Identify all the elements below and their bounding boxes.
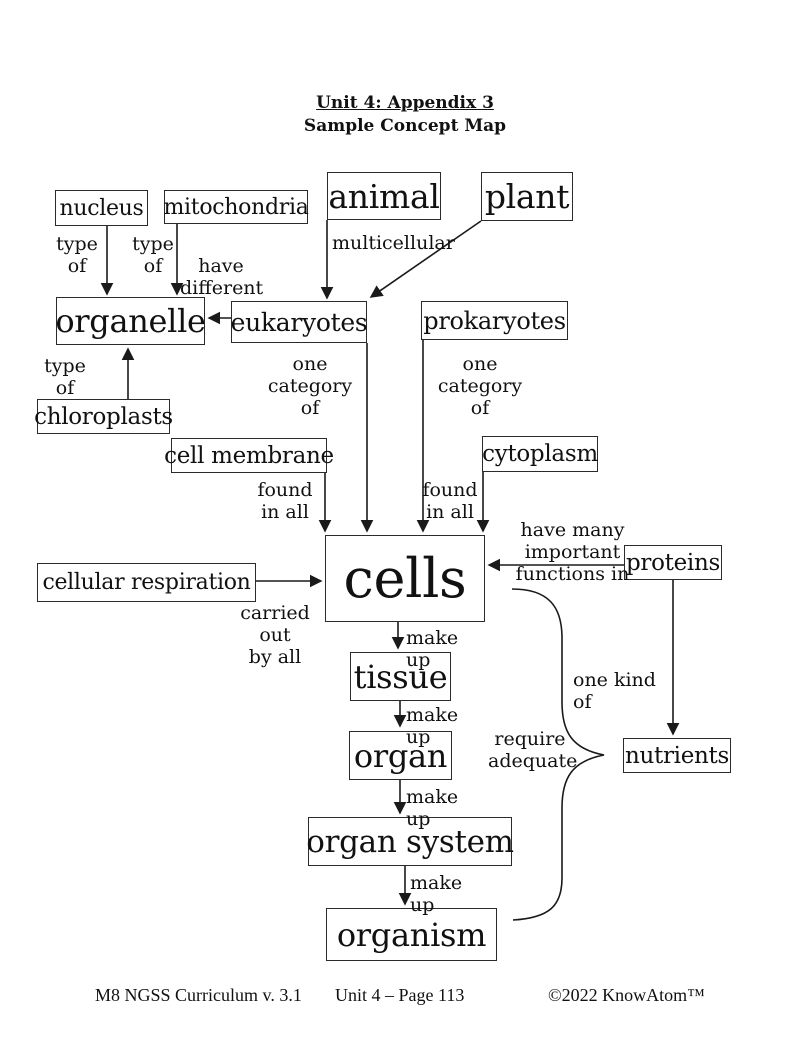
node-animal: animal	[327, 172, 441, 220]
edge-label-type-of-nucleus: type of	[56, 233, 98, 277]
edge-label-require-adequate: require adequate	[488, 728, 578, 772]
edge-label-make-up-organism: make up	[410, 872, 463, 916]
edge-label-found-in-all-right: found in all	[422, 479, 478, 523]
edge-label-type-of-mitochondria: type of	[132, 233, 174, 277]
edge-label-multicellular: multicellular	[332, 232, 455, 254]
node-prokaryotes: prokaryotes	[421, 301, 568, 340]
page-title: Unit 4: Appendix 3 Sample Concept Map	[0, 92, 810, 138]
footer-curriculum-version: M8 NGSS Curriculum v. 3.1	[95, 985, 302, 1005]
node-proteins: proteins	[624, 545, 722, 580]
node-cells: cells	[325, 535, 485, 622]
title-line-1: Unit 4: Appendix 3	[316, 93, 494, 113]
node-cellular-respiration: cellular respiration	[37, 563, 256, 602]
node-nutrients: nutrients	[623, 738, 731, 773]
edge-label-one-category-prokaryotes: one category of	[437, 353, 523, 419]
edge-label-have-many-important-functions: have many important functions in	[515, 519, 630, 585]
node-cytoplasm: cytoplasm	[482, 436, 598, 472]
node-organelle: organelle	[55, 297, 206, 345]
edge-label-have-different: have different	[180, 255, 264, 299]
edge-label-make-up-tissue: make up	[406, 627, 459, 671]
node-mitochondria: mitochondria	[163, 190, 309, 224]
edge-label-make-up-organ: make up	[406, 704, 459, 748]
node-organ-system: organ system	[306, 817, 514, 866]
edge-label-found-in-all-left: found in all	[257, 479, 313, 523]
footer-page-number: Unit 4 – Page 113	[335, 985, 465, 1005]
edge-label-make-up-organ-system: make up	[406, 786, 459, 830]
node-plant: plant	[481, 172, 573, 221]
edge-label-one-kind-of: one kind of	[573, 669, 656, 713]
node-nucleus: nucleus	[55, 190, 148, 226]
node-organism: organism	[326, 908, 497, 961]
edge-label-one-category-eukaryotes: one category of	[267, 353, 353, 419]
edge-label-type-of-chloroplasts: type of	[44, 355, 86, 399]
brace-require-adequate-nutrients	[511, 588, 605, 921]
footer-copyright: ©2022 KnowAtom™	[548, 985, 705, 1005]
node-tissue: tissue	[350, 652, 451, 701]
node-chloroplasts: chloroplasts	[34, 399, 173, 434]
node-cell-membrane: cell membrane	[164, 438, 334, 473]
node-organ: organ	[349, 731, 452, 780]
edge-plant-eukaryotes	[369, 220, 482, 298]
node-eukaryotes: eukaryotes	[231, 301, 368, 343]
edge-label-carried-out-by-all: carried out by all	[240, 602, 310, 668]
title-line-2: Sample Concept Map	[303, 116, 507, 136]
